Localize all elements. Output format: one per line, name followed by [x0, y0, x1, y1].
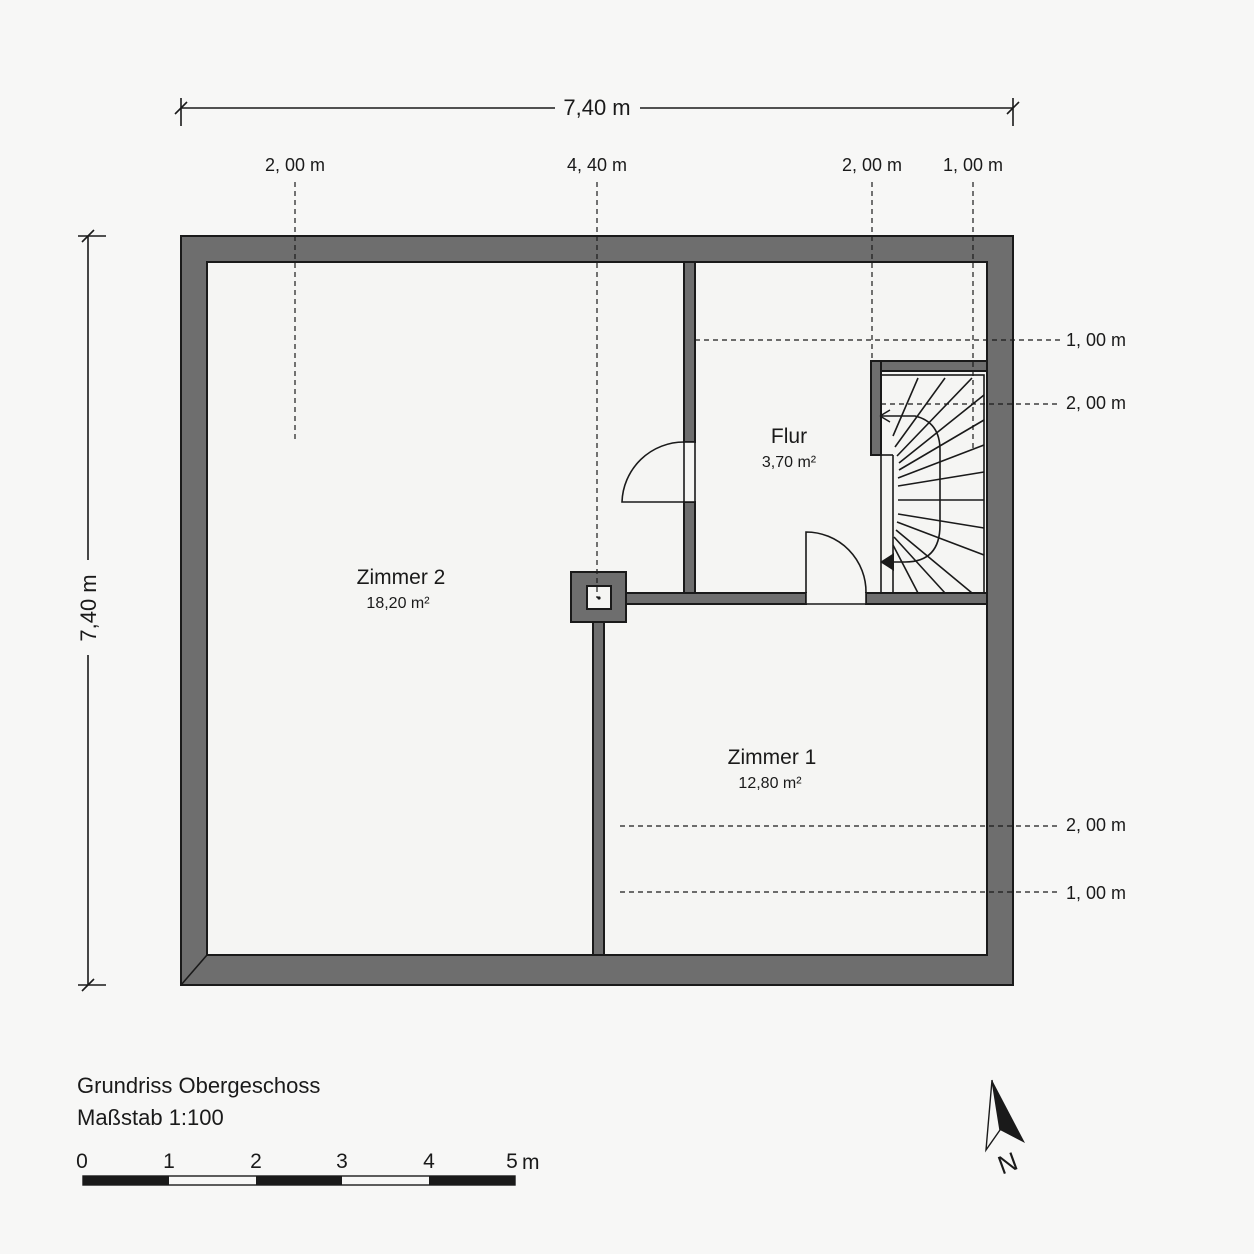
room-area-zimmer-1: 12,80 m² [738, 775, 802, 792]
scale-label-4: 4 [423, 1150, 435, 1173]
overall-width-label: 7,40 m [563, 95, 630, 120]
top-mark-4: 1, 00 m [943, 155, 1003, 175]
scale-unit: m [522, 1151, 540, 1174]
wall-zimmer-divider [592, 621, 605, 956]
scale-label-2: 2 [250, 1150, 262, 1173]
wall-flur-bottom-left [625, 592, 807, 605]
overall-height-dimension: 7,40 m [76, 229, 106, 992]
right-mark-4: 1, 00 m [1066, 883, 1126, 903]
top-mark-2: 4, 40 m [567, 155, 627, 175]
right-mark-2: 2, 00 m [1066, 393, 1126, 413]
staircase [879, 374, 985, 594]
north-label: N [994, 1146, 1022, 1181]
interior-walls [570, 261, 988, 956]
right-mark-1: 1, 00 m [1066, 330, 1126, 350]
room-area-flur: 3,70 m² [762, 454, 817, 471]
top-mark-1: 2, 00 m [265, 155, 325, 175]
room-name-zimmer-2: Zimmer 2 [357, 566, 446, 589]
room-name-zimmer-1: Zimmer 1 [728, 746, 817, 769]
room-labels: Zimmer 2 18,20 m² Flur 3,70 m² Zimmer 1 … [357, 425, 817, 792]
scale-label-0: 0 [76, 1150, 88, 1173]
room-area-zimmer-2: 18,20 m² [366, 595, 430, 612]
stair-wall-top [870, 360, 988, 372]
wall-flur-left-lower [683, 501, 696, 605]
wall-flur-left-upper [683, 261, 696, 443]
north-arrow: N [985, 1079, 1025, 1181]
right-dimension-marks: 1, 00 m 2, 00 m 2, 00 m 1, 00 m [620, 330, 1126, 903]
wall-flur-bottom-right [865, 592, 988, 605]
legend-title: Grundriss Obergeschoss [77, 1073, 320, 1098]
overall-width-dimension: 7,40 m [174, 95, 1020, 126]
scale-label-5: 5 [506, 1150, 518, 1173]
scale-label-1: 1 [163, 1150, 175, 1173]
scale-label-3: 3 [336, 1150, 348, 1173]
legend-scale: Maßstab 1:100 [77, 1105, 224, 1130]
room-name-flur: Flur [771, 425, 807, 448]
scale-bar: 0 1 2 3 4 5 m [76, 1150, 540, 1186]
top-dimension-marks: 2, 00 m 4, 40 m 2, 00 m 1, 00 m [265, 155, 1003, 598]
door-zimmer-1 [805, 531, 867, 605]
right-mark-3: 2, 00 m [1066, 815, 1126, 835]
top-mark-3: 2, 00 m [842, 155, 902, 175]
door-zimmer-2 [621, 441, 696, 503]
overall-height-label: 7,40 m [76, 574, 101, 641]
stair-wall-left [870, 360, 882, 456]
